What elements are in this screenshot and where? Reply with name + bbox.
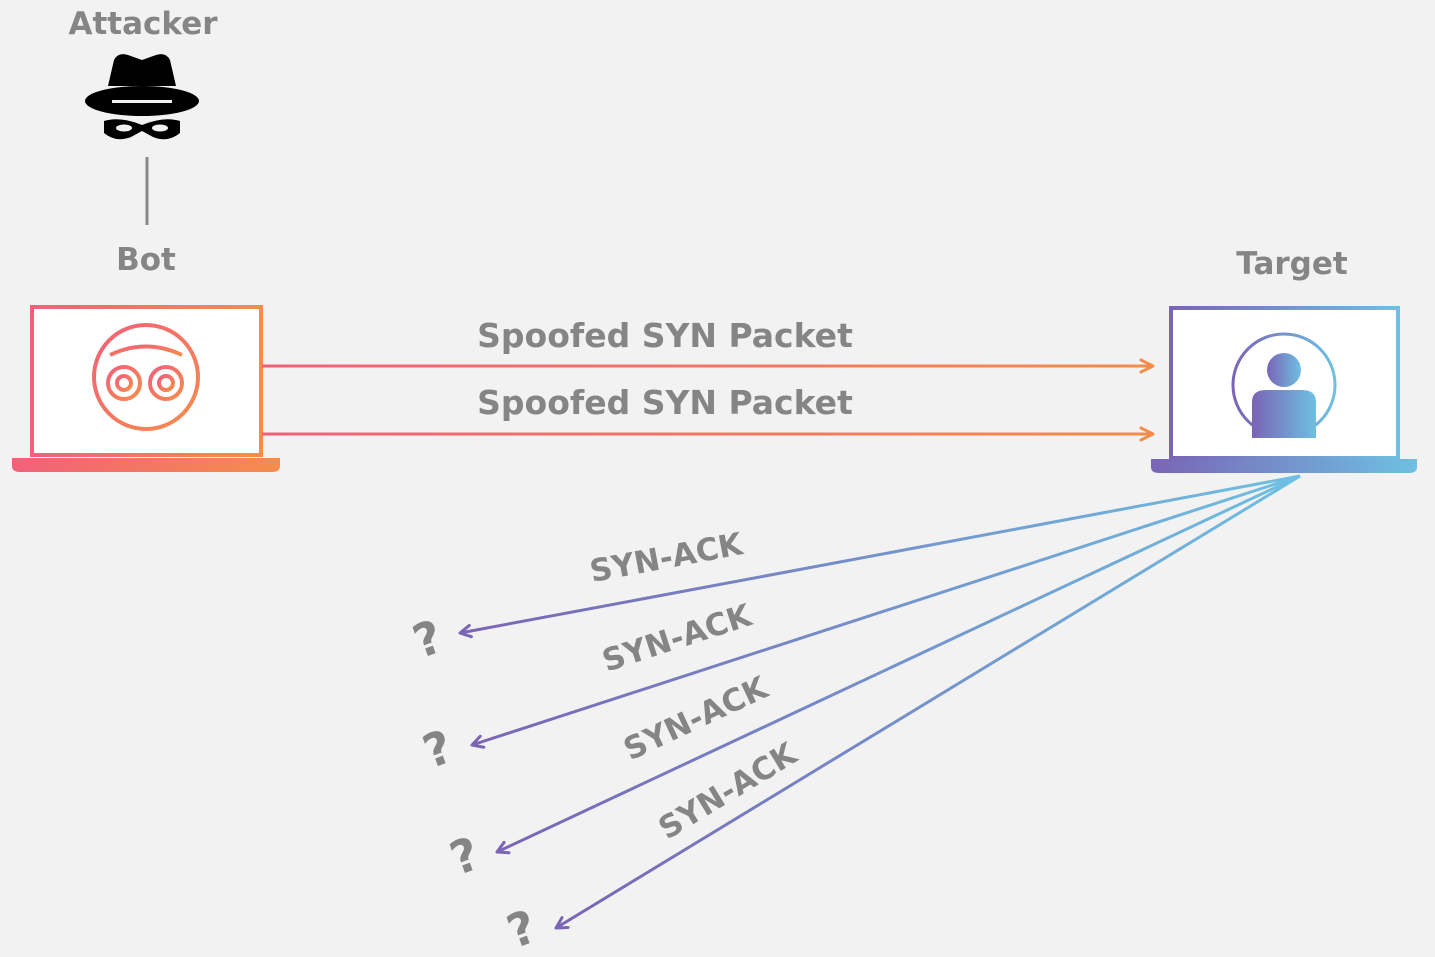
syn-ack-label: SYN-ACK [587, 526, 746, 590]
spy-hat-icon [85, 54, 199, 140]
packet-arrow-head [1139, 426, 1155, 442]
syn-ack-arrow: SYN-ACK? [443, 474, 1301, 886]
syn-ack-arrow-line [555, 474, 1301, 930]
unknown-destination-mark: ? [443, 826, 487, 886]
bot-laptop-base [12, 458, 280, 472]
syn-ack-arrow-line [496, 474, 1301, 854]
bot-label: Bot [116, 242, 176, 278]
packet-label: Spoofed SYN Packet [477, 383, 853, 422]
syn-ack-arrow-head [554, 916, 570, 930]
robot-face-icon [92, 323, 200, 431]
packet-arrow-head [1139, 358, 1155, 374]
syn-ack-arrow: SYN-ACK? [416, 474, 1301, 779]
unknown-destination-mark: ? [416, 719, 460, 779]
packet-arrow: Spoofed SYN Packet [262, 316, 1155, 374]
target-label: Target [1236, 246, 1348, 282]
syn-ack-label: SYN-ACK [618, 670, 774, 768]
syn-ack-arrow-head [470, 734, 486, 749]
attacker-label: Attacker [68, 6, 218, 42]
packet-arrow: Spoofed SYN Packet [262, 383, 1155, 442]
packet-label: Spoofed SYN Packet [477, 316, 853, 355]
syn-ack-arrow-line [471, 474, 1301, 747]
unknown-destination-mark: ? [406, 609, 450, 669]
syn-ack-arrow-line [459, 474, 1301, 635]
bot-laptop [12, 305, 280, 472]
syn-ack-arrow-head [458, 623, 473, 639]
unknown-destination-mark: ? [500, 899, 544, 957]
syn-ack-arrow: SYN-ACK? [406, 474, 1301, 669]
bot-laptop-screen [30, 305, 263, 457]
response-layer: SYN-ACK?SYN-ACK?SYN-ACK?SYN-ACK? [406, 474, 1301, 957]
syn-ack-arrow-head [495, 840, 511, 855]
user-avatar-icon [1231, 332, 1337, 438]
syn-ack-label: SYN-ACK [598, 597, 757, 679]
target-laptop-base [1151, 459, 1417, 473]
